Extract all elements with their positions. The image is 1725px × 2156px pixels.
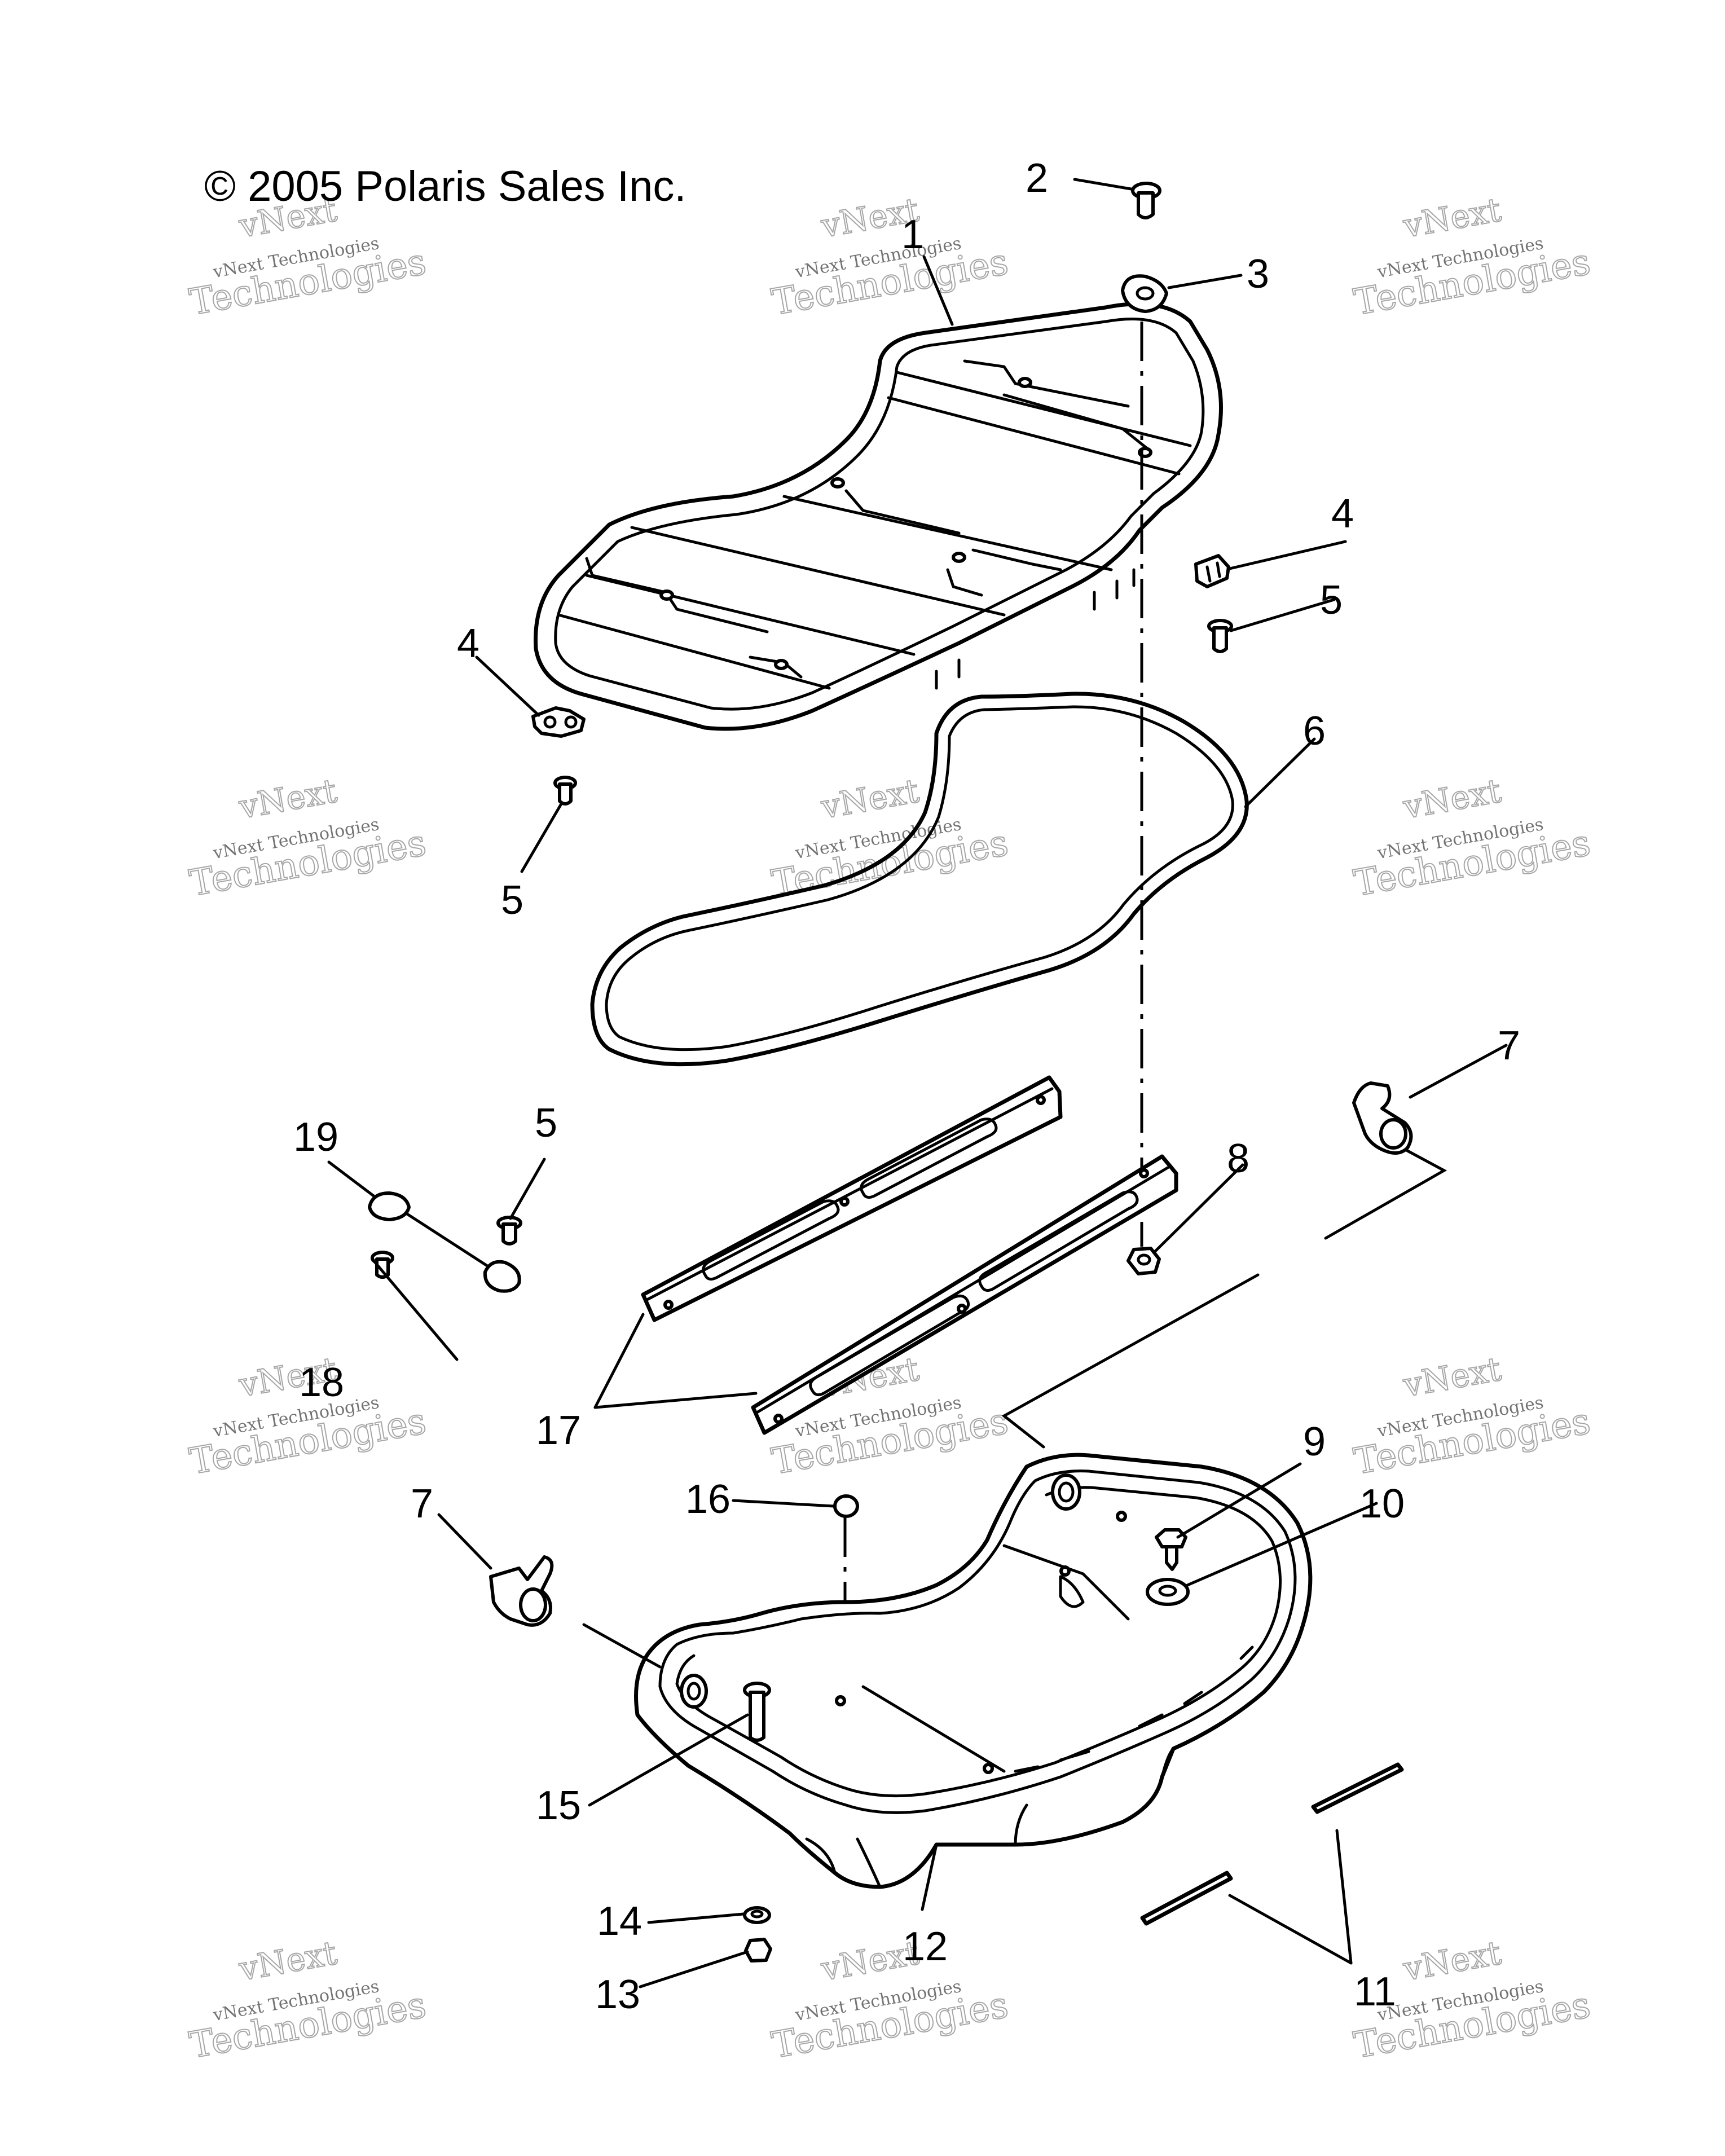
svg-text:vNext: vNext: [818, 772, 922, 826]
watermark: vNext vNext Technologies Technologies: [768, 190, 1012, 324]
screw-5-right: [1207, 619, 1233, 653]
callout-1: 1: [901, 212, 924, 257]
callout-18: 18: [299, 1360, 344, 1405]
callout-leaders: [327, 178, 1508, 1988]
callout-4-left: 4: [457, 621, 479, 666]
callout-numbers: 1 2 3 4 5 4 5 6 7 8 19 5 18 17 7 16 9 10…: [293, 156, 1520, 2017]
clip-4-left: [531, 706, 586, 738]
svg-text:vNext: vNext: [1400, 1350, 1504, 1405]
mounting-bracket-lower: [751, 1154, 1178, 1435]
latch-7-left: [489, 1555, 554, 1627]
svg-text:vNext: vNext: [1400, 772, 1504, 826]
callout-5-left: 5: [501, 878, 523, 923]
leader-7-right: [1324, 1149, 1447, 1240]
screw-5-left: [553, 776, 577, 806]
callout-5-right: 5: [1320, 578, 1343, 623]
grommet-3: [1121, 274, 1168, 313]
callout-4-right: 4: [1331, 491, 1354, 536]
washer-14: [743, 1906, 771, 1924]
watermark: vNext vNext Technologies Technologies: [186, 771, 430, 905]
callout-11: 11: [1354, 1969, 1396, 2014]
watermark: vNext vNext Technologies Technologies: [1350, 1349, 1594, 1484]
plug-16: [833, 1494, 859, 1518]
callout-13: 13: [595, 1972, 640, 2017]
callout-5-center: 5: [535, 1101, 557, 1146]
callout-19: 19: [293, 1115, 338, 1160]
svg-text:vNext: vNext: [1400, 1934, 1504, 1988]
screw-5-center: [496, 1216, 522, 1246]
bolt-15: [743, 1682, 771, 1742]
tether-19: [368, 1191, 521, 1293]
svg-text:vNext: vNext: [236, 1934, 340, 1988]
callout-7-left: 7: [411, 1481, 433, 1526]
watermark: vNext vNext Technologies Technologies: [186, 1933, 430, 2067]
lid-seal: [590, 692, 1249, 1067]
callout-6: 6: [1303, 709, 1326, 754]
callout-2: 2: [1026, 156, 1048, 201]
copyright-text: © 2005 Polaris Sales Inc.: [204, 162, 686, 210]
callout-3: 3: [1247, 252, 1269, 297]
svg-text:vNext: vNext: [1400, 191, 1504, 245]
callout-9: 9: [1303, 1419, 1326, 1464]
watermark: vNext vNext Technologies Technologies: [1350, 190, 1594, 324]
callout-12: 12: [903, 1924, 948, 1969]
callout-14: 14: [597, 1899, 642, 1944]
leader-7-left: [582, 1623, 662, 1669]
callout-16: 16: [685, 1477, 731, 1522]
callout-7-right: 7: [1498, 1023, 1520, 1068]
latch-7-right: [1352, 1081, 1413, 1155]
watermark: vNext vNext Technologies Technologies: [186, 1349, 430, 1484]
washer-10: [1146, 1578, 1190, 1606]
svg-text:vNext: vNext: [236, 772, 340, 826]
screw-2: [1131, 182, 1161, 219]
watermark: vNext vNext Technologies Technologies: [1350, 771, 1594, 905]
callout-15: 15: [536, 1783, 581, 1828]
callout-8: 8: [1227, 1136, 1249, 1181]
nut-8: [1126, 1247, 1161, 1275]
mounting-bracket-upper: [641, 1075, 1063, 1322]
callout-10: 10: [1359, 1481, 1405, 1526]
leader-tub-right: [1001, 1273, 1260, 1449]
storage-tub: [634, 1453, 1313, 1889]
nut-13: [744, 1938, 772, 1963]
watermark: vNext vNext Technologies Technologies: [768, 1933, 1012, 2067]
callout-17: 17: [536, 1408, 581, 1453]
watermark: vNext vNext Technologies Technologies: [768, 771, 1012, 905]
foam-strips-11: [1140, 1762, 1404, 1926]
clip-4-right: [1194, 554, 1230, 588]
bolt-9: [1155, 1528, 1187, 1571]
rack-lid: [534, 302, 1223, 731]
